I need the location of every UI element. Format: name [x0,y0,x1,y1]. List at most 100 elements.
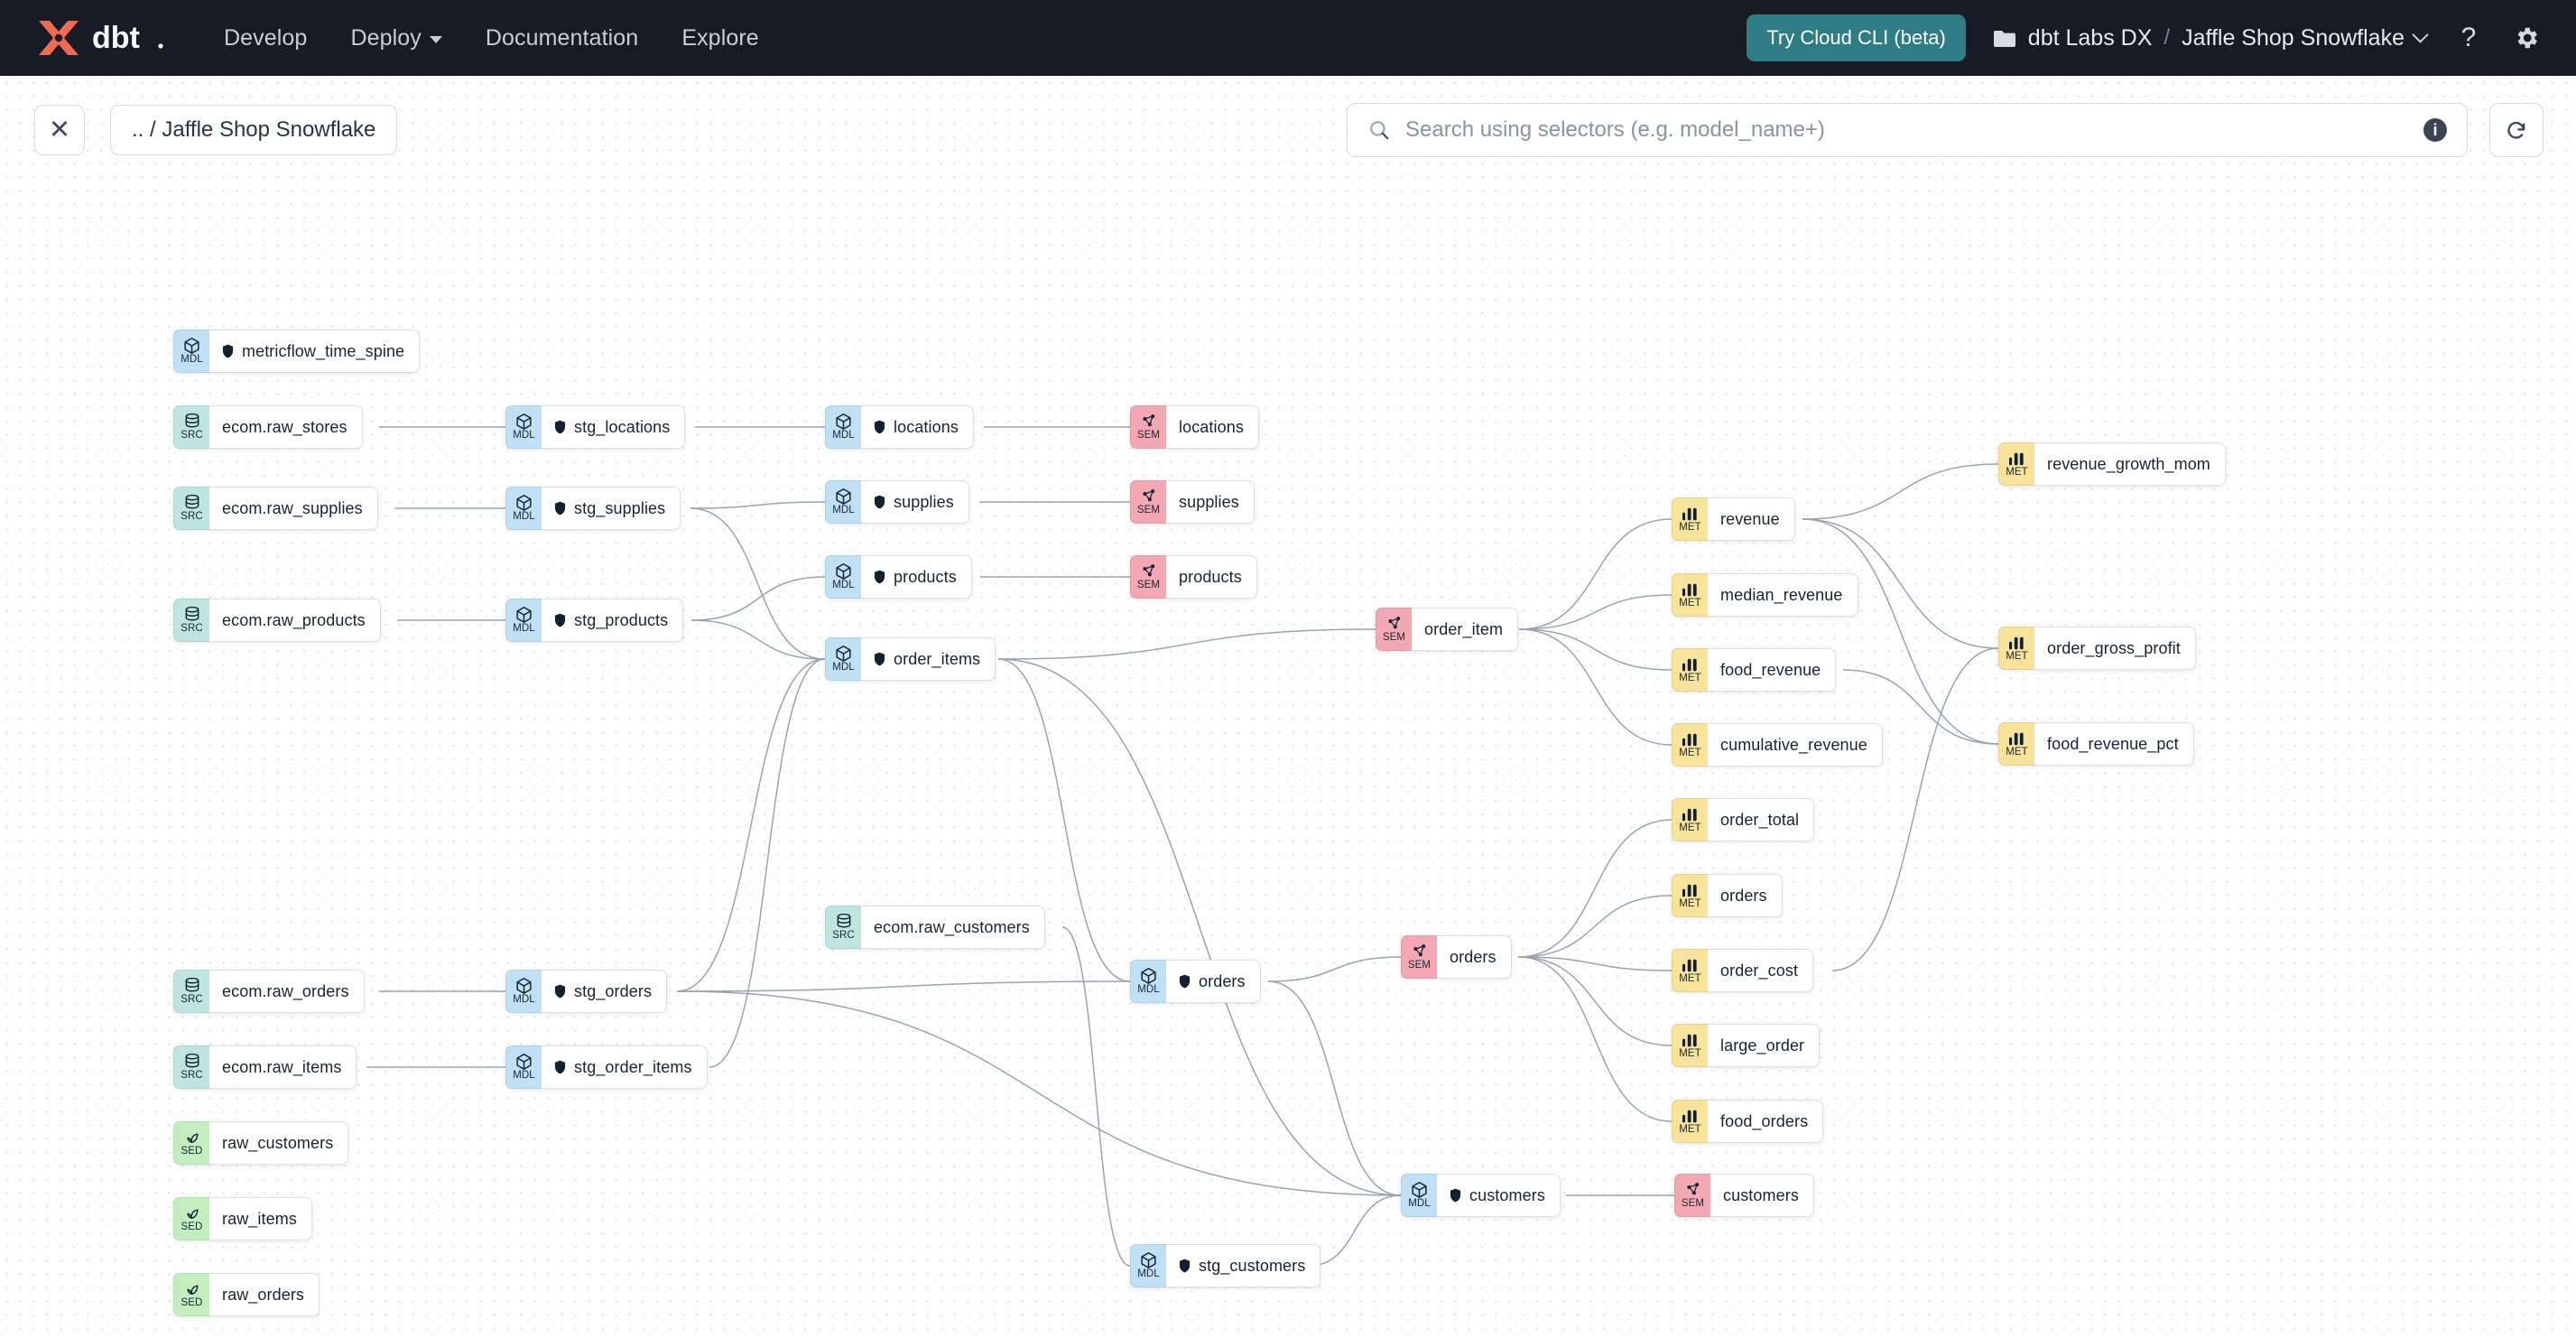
node-body: revenue [1708,497,1795,541]
refresh-icon [2507,121,2525,139]
graph-node-supplies[interactable]: MDL supplies [825,480,979,524]
graph-node-customers-mdl[interactable]: MDL customers [1401,1174,1566,1217]
graph-node-raw-items[interactable]: SED raw_items [173,1197,320,1240]
nav-right-cluster: Try Cloud CLI (beta) dbt Labs DX / Jaffl… [1747,14,2542,61]
node-type-badge-met: MET [1672,949,1708,992]
shield-icon [554,1060,566,1074]
try-cloud-cli-button[interactable]: Try Cloud CLI (beta) [1747,14,1966,61]
shield-icon [1450,1188,1461,1203]
node-type-label: MDL [832,662,855,673]
close-button[interactable]: ✕ [34,105,85,155]
shield-icon [874,495,885,509]
search-input[interactable] [1405,117,2409,143]
node-type-badge-sem: SEM [1130,405,1166,449]
node-label: raw_items [222,1209,297,1228]
lineage-edge [1518,518,1673,630]
node-type-label: SRC [181,994,203,1005]
node-label: revenue_growth_mom [2047,454,2210,473]
node-body: cumulative_revenue [1708,723,1883,767]
graph-node-ecom-raw-items[interactable]: SRC ecom.raw_items [173,1045,366,1089]
node-body: stg_supplies [542,487,681,530]
node-label: median_revenue [1720,585,1843,604]
node-type-label: SEM [1136,580,1161,590]
lineage-edge [1802,518,1999,745]
nav-item-develop[interactable]: Develop [224,25,307,51]
node-type-label: MET [1679,1048,1701,1059]
node-body: raw_orders [209,1273,320,1316]
sem-icon [1140,413,1158,430]
lineage-edge [1517,819,1673,958]
nav-item-documentation[interactable]: Documentation [486,25,638,51]
lineage-edge [1517,956,1673,1046]
lineage-edge [690,501,826,509]
node-label: stg_locations [574,417,671,436]
refresh-button[interactable] [2489,103,2544,157]
node-type-badge-sed: SED [173,1197,209,1240]
mdl-icon [834,645,853,662]
info-icon[interactable]: i [2423,118,2447,142]
node-body: order_item [1412,608,1519,651]
graph-breadcrumb-label: .. / Jaffle Shop Snowflake [132,117,376,142]
node-type-badge-mdl: MDL [825,480,861,524]
node-type-label: MET [2006,651,2028,662]
breadcrumb-account[interactable]: dbt Labs DX [2027,24,2153,51]
node-type-badge-mdl: MDL [1401,1174,1437,1217]
node-type-badge-met: MET [1672,874,1708,917]
src-icon [183,977,201,994]
gear-icon[interactable] [2511,23,2542,53]
node-label: supplies [894,492,954,511]
node-body: raw_items [209,1197,312,1240]
graph-breadcrumb-pill[interactable]: .. / Jaffle Shop Snowflake [110,105,398,155]
node-label: ecom.raw_supplies [222,498,363,517]
node-body: median_revenue [1708,573,1858,617]
node-body: ecom.raw_items [209,1045,357,1089]
node-label: customers [1469,1185,1545,1204]
nav-item-deploy[interactable]: Deploy [350,25,442,51]
node-type-label: SRC [181,1070,203,1081]
search-bar[interactable]: i [1347,103,2468,157]
node-label: supplies [1179,492,1239,511]
dbt-logo[interactable]: dbt [34,17,175,59]
breadcrumb-project-selector[interactable]: Jaffle Shop Snowflake [2182,25,2429,51]
node-body: metricflow_time_spine [209,330,421,373]
help-icon[interactable]: ? [2460,23,2477,52]
nav-item-explore[interactable]: Explore [681,25,758,51]
